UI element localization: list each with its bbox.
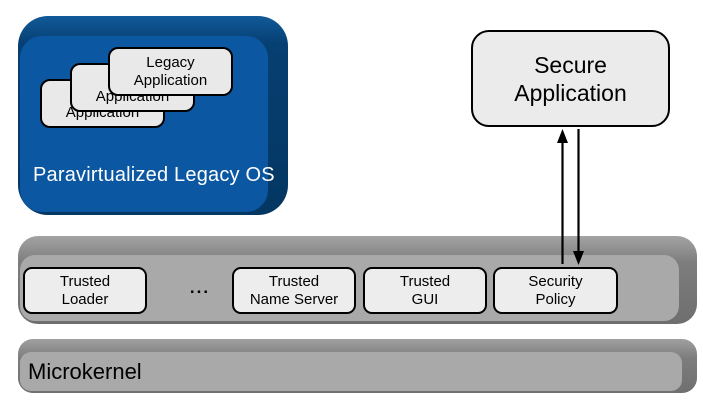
legacy-os-label: Paravirtualized Legacy OS [33,164,275,186]
trusted-gui-box: Trusted GUI [363,267,487,314]
legacy-application-box: Legacy Application [108,47,233,96]
paravirtualized-legacy-os-box: Legacy Application Legacy Application Le… [18,16,288,215]
trusted-loader-box: Trusted Loader [23,267,147,314]
ellipsis-label: ... [189,278,211,297]
trusted-name-server-box: Trusted Name Server [232,267,356,314]
security-policy-box: Security Policy [493,267,618,314]
microkernel-bar: Microkernel [18,339,697,393]
trusted-services-bar: Trusted Loader ... Trusted Name Server T… [18,236,697,324]
microkernel-face [20,352,682,391]
secure-application-box: Secure Application [471,30,670,127]
microkernel-label: Microkernel [28,358,142,384]
